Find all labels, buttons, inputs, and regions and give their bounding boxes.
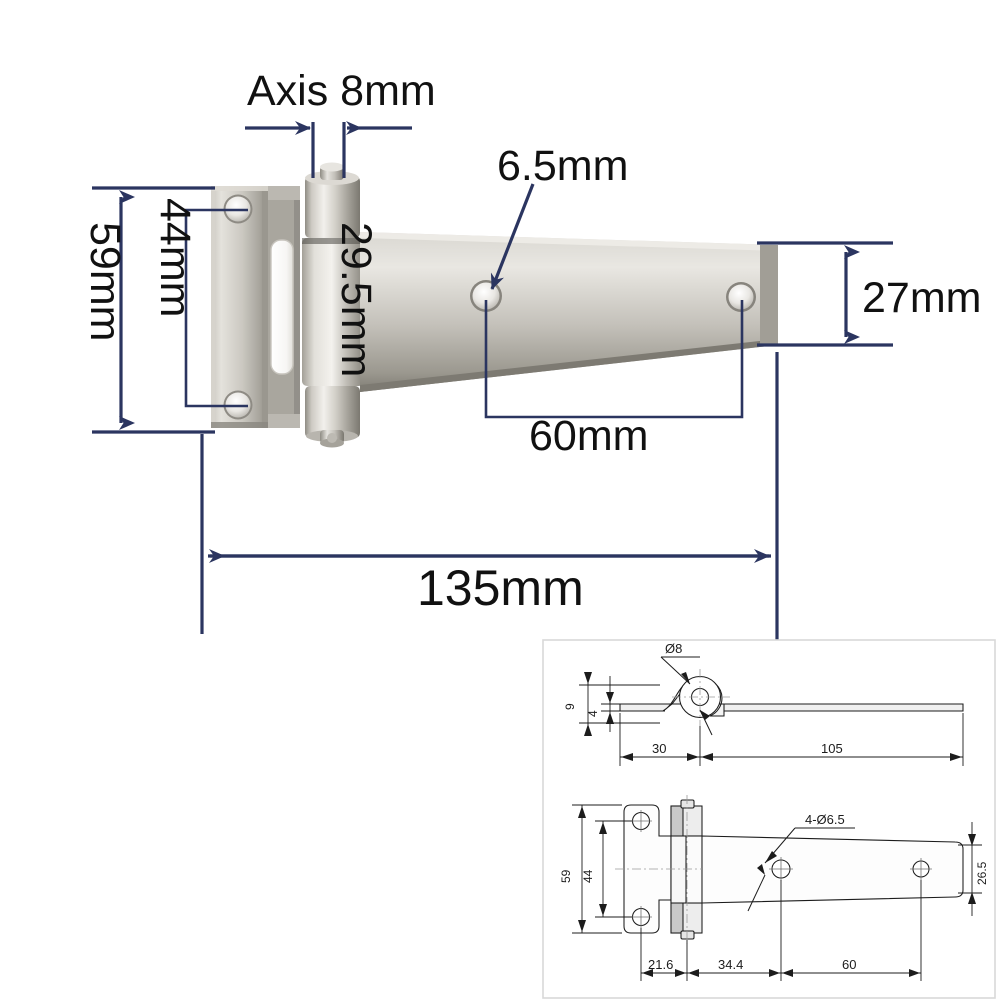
inset-border [542, 639, 996, 999]
cad-thickness-9-label: 9 [563, 703, 577, 710]
cad-dim-21-6-label: 21.6 [648, 957, 673, 972]
cad-plan-view [572, 795, 982, 981]
span-60mm-label: 60mm [529, 412, 648, 460]
length-135mm-label: 135mm [417, 560, 584, 616]
hinge-strap-leaf [360, 232, 778, 392]
hole-6-5mm-label: 6.5mm [497, 142, 628, 190]
height-59mm-label: 59mm [81, 222, 129, 341]
cad-side-view-labels: Ø8 9 4 30 105 [563, 641, 843, 756]
axis-8mm-label: Axis 8mm [247, 67, 436, 115]
hinge-neck-slot [268, 186, 300, 428]
cad-height-59-label: 59 [559, 869, 573, 883]
height-59mm-dimension [92, 186, 215, 434]
cad-width-26-5-label: 26.5 [975, 861, 989, 885]
cad-height-44-label: 44 [581, 869, 595, 883]
width-27mm-label: 27mm [862, 274, 981, 322]
span-60mm-dimension [484, 300, 744, 419]
knuckle-29-5mm-label: 29.5mm [332, 222, 380, 377]
cad-diameter-8-label: Ø8 [665, 641, 682, 656]
height-44mm-label: 44mm [151, 198, 199, 317]
height-44mm-dimension [184, 208, 248, 408]
cad-thickness-4-label: 4 [586, 710, 600, 717]
hinge-barrel-knuckle [302, 162, 364, 448]
cad-dim-34-4-label: 34.4 [718, 957, 743, 972]
cad-length-105-label: 105 [821, 741, 843, 756]
length-135mm-dimension [200, 352, 779, 640]
cad-length-30-label: 30 [652, 741, 666, 756]
cad-plan-view-labels: 59 44 4-Ø6.5 26.5 21.6 34.4 60 [559, 812, 989, 972]
cad-side-view [579, 656, 964, 766]
cad-4-holes-6-5-label: 4-Ø6.5 [805, 812, 845, 827]
width-27mm-dimension [757, 241, 893, 347]
cad-dim-60-label: 60 [842, 957, 856, 972]
hole-6-5mm-dimension [490, 183, 535, 290]
axis-8mm-dimension [245, 121, 412, 178]
